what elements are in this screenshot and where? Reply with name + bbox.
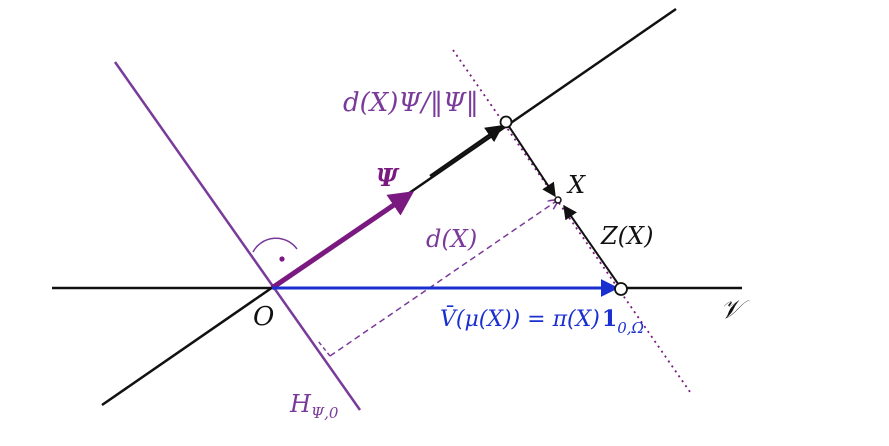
dx-psi-norm-label: d(X)Ψ/‖Ψ‖ [343, 88, 479, 118]
dx-dashed-arrow [329, 200, 558, 357]
projection-point [499, 115, 513, 129]
pi-point [614, 282, 628, 296]
x-point [554, 196, 562, 204]
x-label: X [566, 171, 586, 199]
vbar-label-bold: 1 [602, 306, 617, 332]
zx-arrow [563, 204, 622, 289]
psi-label: Ψ [376, 163, 400, 192]
hyperplane-label-sub: Ψ,0 [311, 404, 339, 422]
dx-dashed-connector [317, 340, 331, 357]
dx-label: d(X) [426, 225, 477, 253]
dotted-guide-line [452, 49, 691, 393]
right-angle-arc [252, 237, 298, 253]
psi-vector-arrow [270, 191, 415, 291]
vbar-label-main: V̄(μ(X)) = π(X) [440, 305, 600, 332]
right-angle-dot [279, 256, 285, 262]
vbar-label: V̄(μ(X)) = π(X)10,Ω [440, 305, 644, 337]
hyperplane-label: HΨ,0 [289, 390, 339, 422]
vbar-label-sub: 0,Ω [617, 319, 644, 337]
origin-label: O [253, 302, 274, 332]
v-label: 𝒱 [720, 295, 750, 325]
to-x-arrow [505, 121, 556, 198]
zx-label: Z(X) [600, 222, 654, 250]
hyperplane-line [113, 61, 362, 411]
hyperplane-label-main: H [289, 390, 312, 418]
projection-arrow [429, 124, 504, 178]
